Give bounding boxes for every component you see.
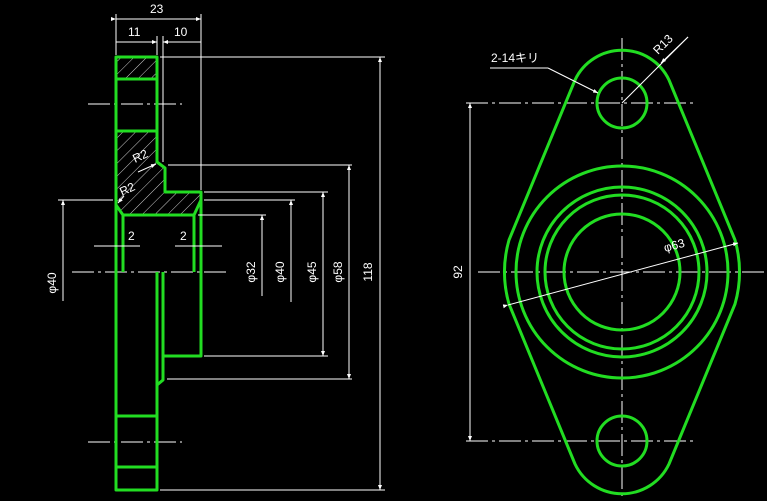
dim-dia-45: φ45	[305, 261, 319, 282]
dim-chamfer-right: 2	[180, 229, 187, 243]
side-view: 23 11 10 118 φ58 φ45 φ40	[45, 2, 385, 492]
dim-overall-width: 23	[150, 2, 164, 16]
side-dimensions: 23 11 10 118 φ58 φ45 φ40	[45, 2, 385, 491]
front-dimensions: 2-14キリ R13 φ63 92	[451, 31, 739, 441]
front-view: 2-14キリ R13 φ63 92	[451, 31, 765, 498]
dim-dia-32: φ32	[244, 261, 258, 282]
dim-bore-left: φ40	[45, 272, 59, 293]
top-bolt-hole	[595, 76, 649, 130]
fillet-upper-label: R2	[130, 146, 150, 165]
dim-height: 118	[361, 262, 375, 281]
hatch-hub	[116, 131, 201, 215]
dim-dia-58: φ58	[331, 261, 345, 282]
dim-chamfer-left: 2	[128, 229, 135, 243]
outer-dia-label: φ63	[662, 236, 686, 255]
hole-note: 2-14キリ	[491, 51, 539, 65]
fillet-lower-label: R2	[117, 179, 137, 198]
hole-pitch-label: 92	[451, 265, 465, 279]
hatch-top	[116, 57, 157, 79]
flange-outline	[503, 48, 741, 496]
bottom-bolt-hole	[595, 414, 649, 468]
side-outline	[114, 55, 203, 492]
dim-dia-40: φ40	[273, 261, 287, 282]
dim-hub-width: 10	[174, 25, 188, 39]
dim-flange-width: 11	[128, 25, 141, 39]
